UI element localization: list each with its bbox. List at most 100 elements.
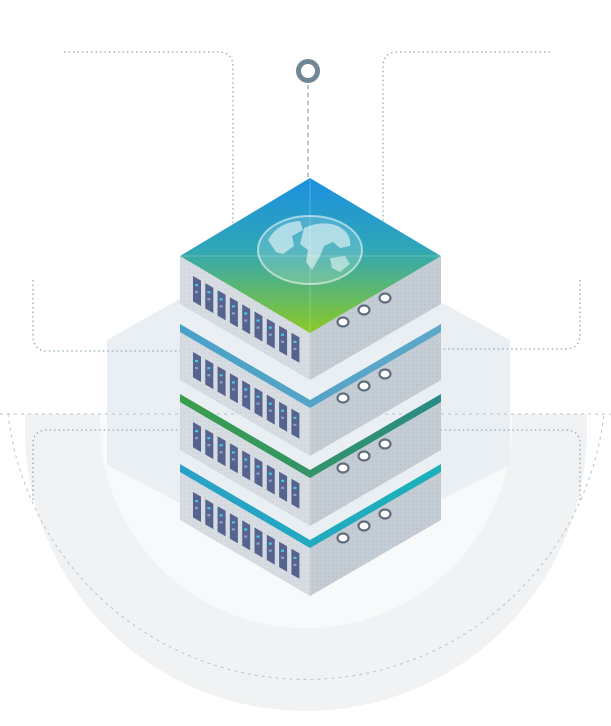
drive-led [207, 374, 211, 377]
drive-led [231, 458, 235, 461]
drive-led [207, 367, 211, 370]
drive-led [244, 319, 248, 322]
drive-led [256, 542, 260, 545]
connector-top-right [382, 51, 550, 230]
status-light [378, 292, 392, 304]
drive-led [207, 507, 211, 510]
drive-led [268, 472, 272, 475]
status-light [357, 520, 371, 532]
drive-led [207, 291, 211, 294]
status-light [336, 316, 350, 328]
drive-led [207, 444, 211, 447]
drive-led [281, 340, 285, 343]
drive-led [268, 326, 272, 329]
drive-led [195, 360, 198, 363]
drive-led [219, 521, 223, 524]
drive-led [256, 326, 260, 329]
drive-led [268, 479, 272, 482]
drive-led [293, 340, 297, 343]
drive-led [219, 374, 223, 377]
status-light [336, 392, 350, 404]
unit-right-face [310, 332, 441, 456]
drive-led [244, 465, 248, 468]
drive-led [256, 535, 260, 538]
drive-led [219, 444, 223, 447]
drive-led [195, 500, 198, 503]
drive-led [195, 284, 198, 287]
drive-led [244, 528, 248, 531]
drive-led [195, 430, 198, 433]
drive-led [244, 388, 248, 391]
drive-led [281, 549, 285, 552]
server-unit [180, 324, 441, 456]
drive-led [231, 388, 235, 391]
drive-led [293, 563, 297, 566]
status-light [336, 532, 350, 544]
drive-led [207, 298, 211, 301]
drive-led [281, 416, 285, 419]
drive-led [244, 395, 248, 398]
drive-led [256, 395, 260, 398]
dashed-arc [7, 413, 605, 680]
status-light [378, 368, 392, 380]
drive-led [256, 402, 260, 405]
drive-led [256, 319, 260, 322]
drive-led [231, 521, 235, 524]
server-unit [180, 256, 441, 380]
drive-led [281, 479, 285, 482]
drive-led [268, 333, 272, 336]
drive-led [268, 542, 272, 545]
connector-top-left [64, 51, 234, 230]
drive-led [293, 486, 297, 489]
server-unit [180, 464, 441, 596]
drive-led [231, 305, 235, 308]
status-light [378, 438, 392, 450]
drive-led [231, 451, 235, 454]
drive-led [281, 486, 285, 489]
drive-led [219, 298, 223, 301]
server-unit [180, 394, 441, 526]
drive-led [293, 416, 297, 419]
server-units [180, 256, 441, 596]
drive-led [293, 556, 297, 559]
connector-mid-left [32, 280, 185, 352]
drive-led [268, 402, 272, 405]
drive-led [195, 291, 198, 294]
drive-led [293, 423, 297, 426]
drive-led [207, 437, 211, 440]
connector-mid-right [440, 280, 581, 350]
drive-led [231, 528, 235, 531]
drive-led [293, 347, 297, 350]
drive-led [244, 312, 248, 315]
status-light [357, 380, 371, 392]
drive-led [256, 465, 260, 468]
connector-lines [32, 51, 581, 500]
unit-right-face [310, 256, 441, 380]
unit-right-face [310, 472, 441, 596]
drive-led [256, 472, 260, 475]
status-light [336, 462, 350, 474]
drive-led [195, 507, 198, 510]
drive-led [231, 312, 235, 315]
drive-led [219, 514, 223, 517]
drive-led [231, 381, 235, 384]
status-light [378, 508, 392, 520]
drive-led [281, 409, 285, 412]
drive-led [195, 437, 198, 440]
drive-led [281, 333, 285, 336]
drive-led [219, 305, 223, 308]
status-light [357, 450, 371, 462]
drive-led [244, 458, 248, 461]
drive-led [268, 409, 272, 412]
drive-led [281, 556, 285, 559]
server-top [180, 178, 441, 333]
drive-led [207, 514, 211, 517]
drive-led [244, 535, 248, 538]
drive-led [219, 451, 223, 454]
unit-right-face [310, 402, 441, 526]
drive-led [219, 381, 223, 384]
drive-led [268, 549, 272, 552]
ring-node-icon [296, 59, 320, 83]
drive-led [195, 367, 198, 370]
